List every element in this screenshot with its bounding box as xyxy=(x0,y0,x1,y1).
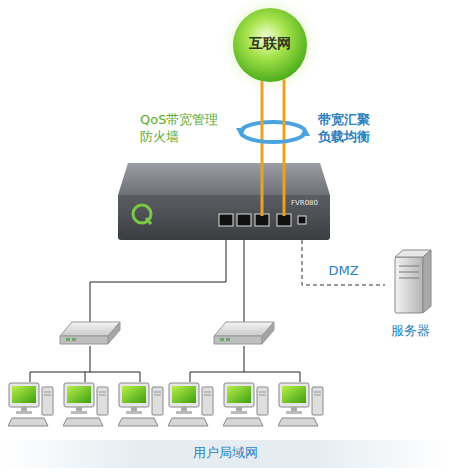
connector xyxy=(261,81,264,195)
balance-label: 带宽汇聚 负载均衡 xyxy=(318,112,382,146)
node-text: 服务器 xyxy=(380,323,440,340)
lan-band: 用户局域网 xyxy=(0,440,450,468)
router-box: FVR080 xyxy=(118,195,330,240)
node-text: 互联网 xyxy=(232,34,308,52)
node-text: 用户局域网 xyxy=(0,445,450,462)
internet-circle: 互联网 xyxy=(232,7,308,83)
connector xyxy=(302,240,385,285)
qos-label: QoS带宽管理 防火墙 xyxy=(140,112,224,146)
server-node: 服务器 xyxy=(385,250,435,345)
node-text: FVR080 xyxy=(291,199,318,208)
connector xyxy=(283,79,286,195)
edge-label: DMZ xyxy=(314,263,374,280)
